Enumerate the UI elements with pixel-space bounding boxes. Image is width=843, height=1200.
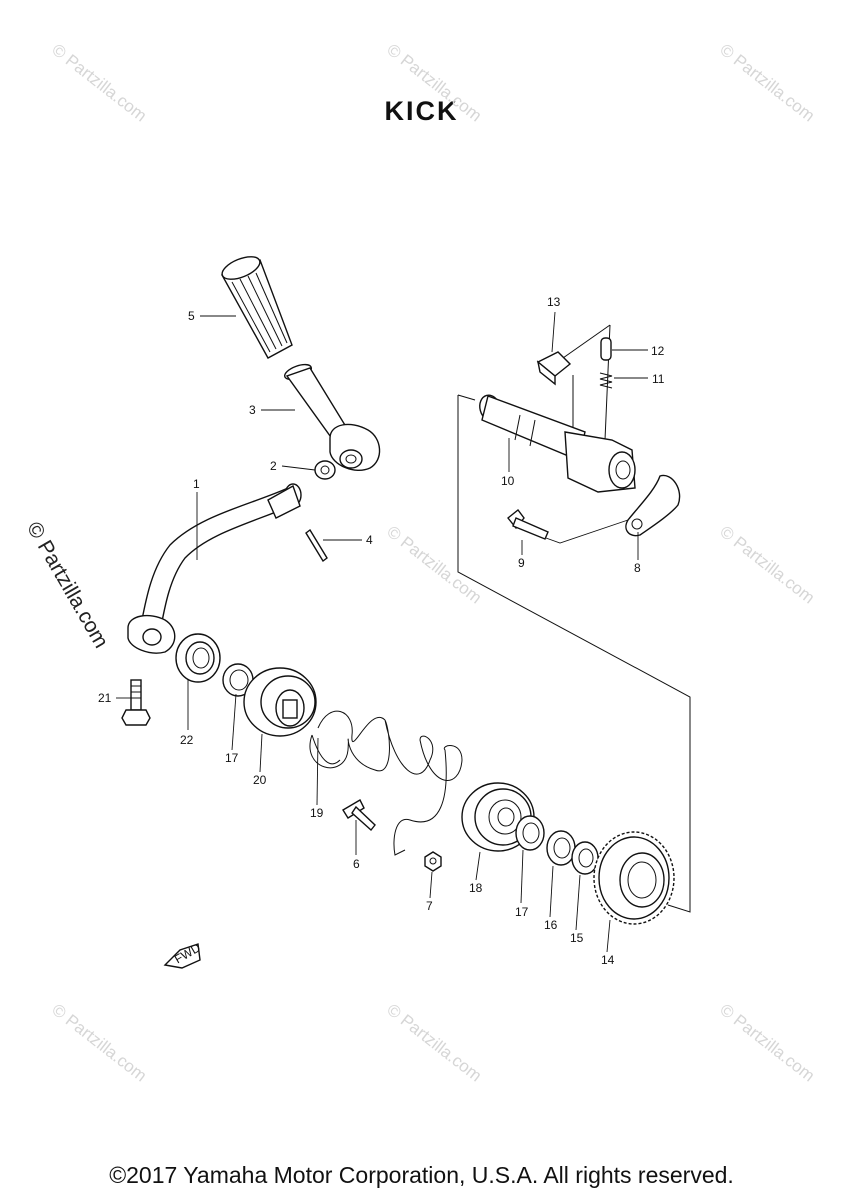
bolt-6	[342, 799, 376, 832]
nut	[424, 851, 442, 872]
copyright-footer: ©2017 Yamaha Motor Corporation, U.S.A. A…	[109, 1162, 734, 1188]
fwd-arrow-icon: FWD	[163, 940, 203, 969]
kick-lever	[127, 483, 302, 654]
callout-15: 15	[570, 931, 584, 945]
callout-12: 12	[651, 344, 665, 358]
circlip	[222, 663, 254, 697]
callout-2: 2	[270, 459, 277, 473]
washer	[546, 830, 576, 866]
kick-crank	[283, 363, 381, 471]
torsion-spring	[309, 710, 463, 856]
callout-22: 22	[180, 733, 194, 747]
callout-4: 4	[366, 533, 373, 547]
spring-guide	[243, 667, 317, 737]
washer	[314, 460, 336, 480]
callouts: 5 3 2 1 4 21 22 17 20 19 6 7 18 17 16 15…	[98, 295, 665, 967]
kick-grip	[221, 256, 293, 359]
stopper-plate	[625, 474, 681, 537]
callout-7: 7	[426, 899, 433, 913]
callout-8: 8	[634, 561, 641, 575]
callout-10: 10	[501, 474, 515, 488]
callout-9: 9	[518, 556, 525, 570]
callout-6: 6	[353, 857, 360, 871]
pin	[305, 528, 328, 563]
callout-16: 16	[544, 918, 558, 932]
small-spring	[599, 372, 613, 389]
callout-18: 18	[469, 881, 483, 895]
callout-13: 13	[547, 295, 561, 309]
callout-17: 17	[515, 905, 529, 919]
bolt-9	[507, 509, 629, 544]
circlip	[515, 815, 545, 851]
oil-seal	[175, 633, 221, 683]
callout-1: 1	[193, 477, 200, 491]
callout-19: 19	[310, 806, 324, 820]
callout-5: 5	[188, 309, 195, 323]
kick-shaft	[479, 394, 636, 493]
washer	[571, 841, 599, 875]
callout-17: 17	[225, 751, 239, 765]
callout-21: 21	[98, 691, 112, 705]
callout-14: 14	[601, 953, 615, 967]
pin	[600, 337, 612, 361]
leader-lines	[116, 311, 648, 953]
diagram-title: KICK	[384, 96, 459, 126]
ratchet-clip	[536, 351, 572, 386]
callout-3: 3	[249, 403, 256, 417]
callout-11: 11	[652, 372, 665, 386]
kick-gear	[593, 831, 675, 925]
bolt-21	[121, 679, 151, 726]
callout-20: 20	[253, 773, 267, 787]
